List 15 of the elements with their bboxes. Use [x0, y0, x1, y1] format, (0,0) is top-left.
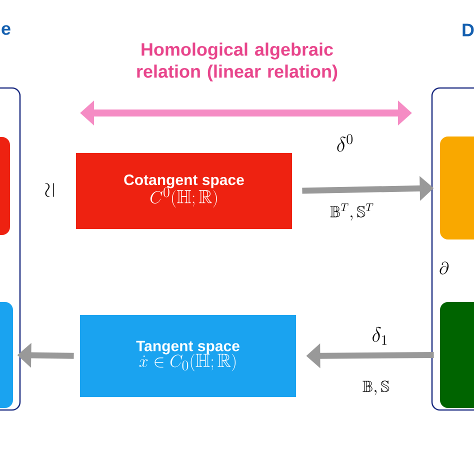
heading-text: e	[2, 25, 10, 35]
relation-label: Homological algebraic relation (linear relation)	[137, 42, 338, 82]
heading-text: D	[462, 24, 474, 36]
space-box: Tangent space $\dot{x}\in C_{0}(\mathbb{H};\mathbb{R})$	[80, 315, 296, 397]
math-label: $\mathbb{B}^{T},\mathbb{S}^{T}$	[330, 204, 374, 221]
colored-box	[440, 136, 474, 240]
colored-box	[440, 302, 474, 408]
space-box: Cotangent space $C^{0}(\mathbb{H};\mathbb{R})$	[76, 153, 292, 229]
math-label: $\mathbb{B},\mathbb{S}$	[362, 380, 390, 396]
edge-label: $\delta_{1}$	[372, 326, 387, 345]
relation-symbol: $\simeq$	[45, 183, 54, 197]
edge-label: $\delta^{0}$	[337, 134, 353, 152]
colored-box	[0, 302, 13, 408]
math-label: $\partial$	[440, 262, 449, 274]
colored-box	[0, 137, 10, 235]
